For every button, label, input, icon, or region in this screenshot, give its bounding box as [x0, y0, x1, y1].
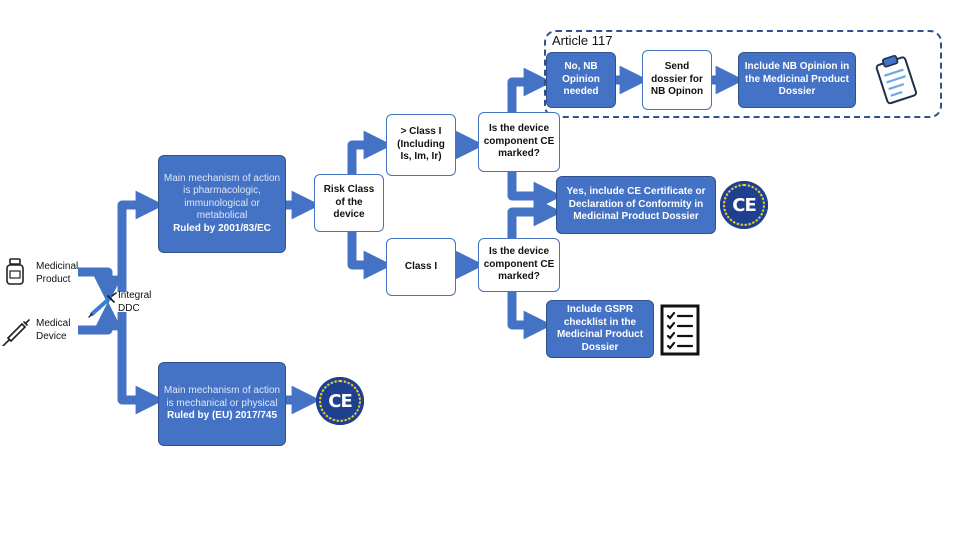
class-i-box: Class I [386, 238, 456, 296]
class-greater-box: > Class I (Including Is, Im, Ir) [386, 114, 456, 176]
pharmacologic-rule: Ruled by 2001/83/EC [173, 222, 271, 234]
yes-ce-box: Yes, include CE Certificate or Declarati… [556, 176, 716, 234]
clipboard-icon [875, 54, 918, 105]
risk-class-box: Risk Class of the device [314, 174, 384, 232]
connector-to-class-i [347, 232, 393, 280]
no-nb-box: No, NB Opinion needed [546, 52, 616, 108]
checklist-icon [660, 304, 700, 356]
mechanical-text: Main mechanism of action is mechanical o… [163, 385, 281, 409]
injector-icon [88, 292, 117, 318]
no-nb-text: No, NB Opinion needed [562, 61, 600, 98]
question-lower-box: Is the device component CE marked? [478, 238, 560, 292]
syringe-icon [2, 319, 30, 346]
connector-product [78, 267, 123, 305]
connector-to-pharma [117, 190, 165, 292]
question-upper-box: Is the device component CE marked? [478, 112, 560, 172]
article-117-title: Article 117 [552, 33, 613, 48]
gspr-text: Include GSPR checklist in the Medicinal … [556, 304, 644, 353]
class-i-text: Class I [404, 260, 438, 272]
send-dossier-box: Send dossier for NB Opinon [642, 50, 712, 110]
integral-ddc-label: Integral DDC [118, 290, 152, 314]
gspr-box: Include GSPR checklist in the Medicinal … [546, 300, 654, 358]
connector-to-mech [117, 312, 165, 415]
bottle-icon [6, 258, 24, 285]
connector-lower-to-yes-ce [507, 197, 563, 238]
medicinal-product-label: Medicinal Product [36, 261, 79, 285]
ce-mark-icon: CE [720, 181, 768, 229]
connector-to-gspr [507, 290, 553, 340]
include-nb-text: Include NB Opinion in the Medicinal Prod… [744, 61, 850, 98]
risk-class-text: Risk Class of the device [323, 184, 375, 221]
include-nb-box: Include NB Opinion in the Medicinal Prod… [738, 52, 856, 108]
medical-device-label: Medical Device [36, 318, 71, 342]
connector-to-class-gt [347, 130, 393, 180]
yes-ce-text: Yes, include CE Certificate or Declarati… [566, 186, 706, 223]
question-lower-text: Is the device component CE marked? [483, 246, 555, 283]
mechanical-box: Main mechanism of action is mechanical o… [158, 362, 286, 446]
article-117-group [544, 30, 942, 118]
class-greater-text: > Class I (Including Is, Im, Ir) [397, 126, 445, 163]
connector-to-no-nb [507, 67, 553, 112]
question-upper-text: Is the device component CE marked? [483, 123, 555, 160]
connector-device [78, 301, 123, 335]
pharmacologic-text: Main mechanism of action is pharmacologi… [163, 172, 281, 222]
ce-mark-icon: CE [316, 377, 364, 425]
connector-to-yes-ce [507, 172, 563, 211]
mechanical-rule: Ruled by (EU) 2017/745 [166, 410, 278, 422]
pharmacologic-box: Main mechanism of action is pharmacologi… [158, 155, 286, 253]
send-dossier-text: Send dossier for NB Opinon [650, 61, 704, 98]
